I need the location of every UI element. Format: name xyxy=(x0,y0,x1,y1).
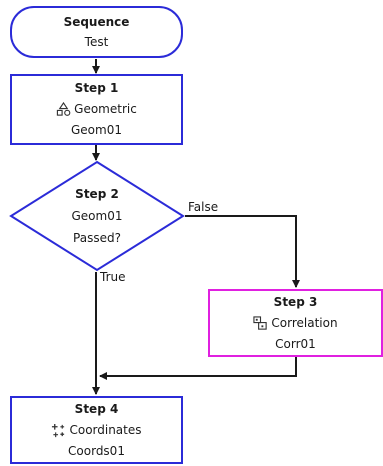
step4-name: Coords01 xyxy=(68,443,125,458)
edge-step2-step3-false xyxy=(185,215,300,288)
step2-line2: Passed? xyxy=(73,231,121,245)
sequence-title: Sequence xyxy=(63,15,130,29)
false-edge-label: False xyxy=(188,200,219,214)
true-edge-label: True xyxy=(100,270,126,284)
step1-type: Geometric xyxy=(74,102,137,116)
coordinates-icon xyxy=(52,423,65,437)
step1-node[interactable]: Step 1 Geometric Geom01 xyxy=(10,74,183,145)
step1-title: Step 1 xyxy=(74,81,119,95)
step2-line1: Geom01 xyxy=(71,209,123,223)
step4-type: Coordinates xyxy=(69,422,142,437)
step2-decision-node[interactable]: Step 2 Geom01 Passed? xyxy=(9,160,185,272)
step1-name: Geom01 xyxy=(71,123,122,137)
step3-title: Step 3 xyxy=(273,294,318,309)
step2-decision-shape xyxy=(9,160,185,272)
correlation-icon xyxy=(253,315,268,330)
step3-type: Correlation xyxy=(271,315,338,330)
step4-node[interactable]: Step 4 Coordinates Coords01 xyxy=(10,396,183,464)
step4-title: Step 4 xyxy=(74,401,119,416)
sequence-start-node[interactable]: Sequence Test xyxy=(10,6,183,58)
edge-step3-merge xyxy=(99,357,297,380)
sequence-subtitle: Test xyxy=(84,35,109,49)
step3-name: Corr01 xyxy=(275,336,316,351)
step2-title: Step 2 xyxy=(75,187,119,201)
step3-node[interactable]: Step 3 Correlation Corr01 xyxy=(208,289,383,357)
geometric-shapes-icon xyxy=(57,102,71,116)
